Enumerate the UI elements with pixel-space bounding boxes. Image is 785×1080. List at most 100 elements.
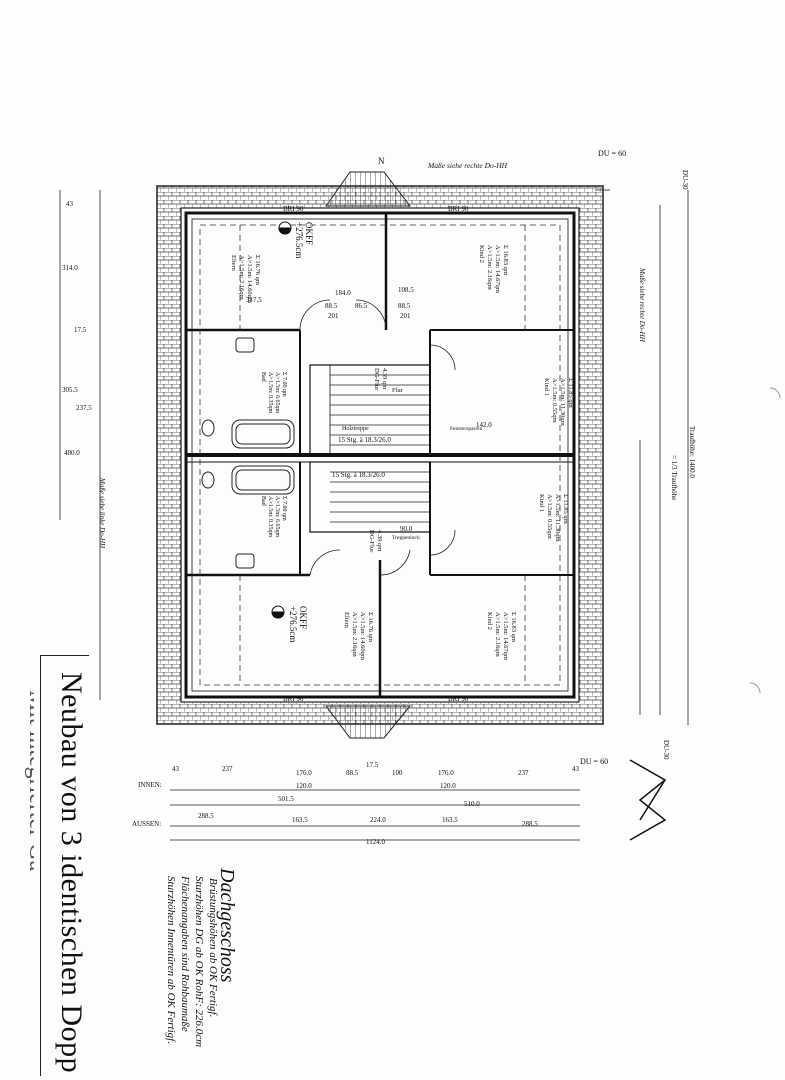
dim-r1: 43	[172, 765, 180, 773]
dim-r1: 43	[572, 765, 580, 773]
dim-r1: 237	[222, 765, 233, 773]
windows	[250, 212, 500, 698]
side-note-right: Maße siehe rechte Do-HH	[638, 267, 646, 343]
note-masse-rechts: Maße siehe rechte Do-HH	[427, 161, 508, 170]
du-bottom-label: DU = 60	[580, 757, 608, 766]
dim-r3: 224.0	[370, 816, 386, 824]
slope-lines	[199, 224, 561, 686]
north-arrow	[629, 759, 667, 841]
room-area: Σ 11.85 qm	[562, 494, 569, 524]
aussen-label: AUSSEN:	[132, 820, 161, 828]
room-area: Σ 16.76 qm	[367, 612, 374, 642]
room-name: Bad	[260, 496, 266, 506]
room-area: A>1.5m: 6.65qm	[274, 372, 280, 414]
room-area: A>1.5m: 6.65qm	[274, 496, 280, 538]
dimension-lines	[59, 189, 689, 841]
note-text: DU-30	[681, 170, 689, 190]
dormer-bottom	[325, 705, 412, 739]
bottom-dims: INNEN: AUSSEN: 43 237 176.0 88.5 17.5 10…	[132, 761, 580, 846]
room-kind1-bottom: Kind 1 A>1.5m: 0.55qm A>1.5m: 11.30qm Σ …	[538, 494, 569, 542]
room-area: 4.39 qm	[376, 530, 383, 551]
room-name: Eltern	[230, 255, 237, 272]
dim-865: 86.5	[355, 302, 368, 310]
room-name: Kind 1	[538, 494, 545, 512]
walls	[184, 211, 576, 699]
dim-r1: 100	[392, 769, 403, 777]
door-swings	[299, 299, 456, 576]
room-area: A>1.5m: 2.16qm	[351, 612, 358, 657]
room-area: Σ 7.00 qm	[281, 496, 287, 521]
du30-bottom: DU-30	[662, 740, 670, 760]
room-kind2-top: Kind 2 A>1.5m: 2.16qm A>1.5m: 14.67qm Σ …	[478, 245, 509, 293]
traufhoehe-note-b: = 1/3 Traufhöhe	[670, 455, 678, 500]
top-unit-labels: BRI 90 BRI 90 BRI 90 BRI 90	[283, 205, 469, 703]
dim-r1b: 120.0	[296, 782, 312, 790]
innen-label: INNEN:	[138, 781, 162, 789]
room-area: A>1.5m: 11.30qm	[554, 494, 561, 542]
level-value: +276.5cm	[294, 222, 304, 258]
dim-201: 201	[400, 312, 411, 320]
note-text: Maße siehe rechte Do-HH	[638, 267, 646, 343]
room-area: Σ 16.76 qm	[254, 255, 261, 285]
room-area: A>1.5m: 0.55qm	[551, 378, 558, 423]
side-note-left: Maße siehe linke Do-HH	[98, 477, 106, 549]
room-area: Σ 11.85 qm	[567, 378, 574, 408]
dim-175: 17.5	[74, 326, 87, 334]
dim-r3: 288.5	[198, 812, 214, 820]
page-title: Neubau von 3 identischen Dopp	[55, 672, 88, 1074]
treppe-top: 15 Stg. à 18.3/26.0	[338, 436, 391, 444]
dim-3140: 314.0	[62, 264, 78, 272]
note-text: Traufhöhe: 1400.0	[688, 426, 696, 478]
room-kind1-top: Kind 1 A>1.5m: 0.55qm A>1.5m: 11.30qm Σ …	[543, 378, 574, 426]
room-area: Σ 16.83 qm	[502, 245, 509, 275]
dim-r3: 163.5	[292, 816, 308, 824]
dim-r2: 501.5	[278, 795, 294, 803]
bri-label: BRI 90	[448, 695, 469, 703]
dim-1085: 108.5	[398, 286, 414, 294]
dim-total: 1124.0	[366, 838, 385, 846]
dim-r3: 288.5	[522, 820, 538, 828]
stairs	[330, 374, 430, 523]
level-label: OKFF	[298, 606, 308, 629]
flur-label: Flur	[392, 387, 404, 394]
room-eltern-top: Eltern A>1.5m: 2.16qm A>1.5m: 14.60qm Σ …	[230, 255, 261, 303]
room-bad-top: Bad A>1.5m: 0.35qm A>1.5m: 6.65qm Σ 7.00…	[260, 372, 287, 414]
level-top: +276.5cm OKFF	[294, 222, 314, 258]
fenster-label: Fenstersparren	[450, 426, 483, 432]
holztreppe-label: Holztreppe	[342, 426, 369, 432]
room-area: A>1.5m: 2.16qm	[486, 245, 493, 290]
dim-r1: 88.5	[346, 769, 359, 777]
dim-r3: 163.5	[442, 816, 458, 824]
level-value: +276.5cm	[288, 606, 298, 642]
left-dims: 43 314.0 17.5 305.5 237.5 480.0	[62, 200, 92, 457]
room-area: A>1.5m: 0.35qm	[267, 496, 273, 538]
room-area: A>1.5m: 14.60qm	[359, 612, 366, 660]
room-area: A>1.5m: 14.67qm	[494, 245, 501, 293]
treppenloch-label: Treppenloch	[392, 535, 420, 541]
room-area: Σ 7.00 qm	[281, 372, 287, 397]
room-name: Bad	[260, 372, 266, 382]
dim-900: 90.0	[400, 525, 413, 533]
dim-r1: 237	[518, 769, 529, 777]
room-name: Kind 2	[486, 612, 493, 630]
du-top-label: DU = 60	[598, 149, 626, 158]
room-dims: 317.5 184.0 88.5 86.5 108.5 88.5 201 201…	[246, 286, 492, 541]
note-text: DU-30	[662, 740, 670, 760]
traufhoehe-note: Traufhöhe: 1400.0	[688, 426, 696, 478]
room-area: A>1.5m: 11.30qm	[559, 378, 566, 426]
room-dgflur-top: DG-Flur 4.39 qm	[373, 368, 388, 391]
title-frame	[40, 655, 89, 1076]
treppe-bottom: 15 Stg. à 18.3/26.0	[332, 471, 385, 479]
bri-label: BRI 90	[448, 205, 469, 213]
room-name: DG-Flur	[373, 368, 380, 391]
level-label: OKFF	[304, 222, 314, 245]
room-area: A>1.5m: 0.35qm	[267, 372, 273, 414]
bri-label: BRI 90	[283, 205, 304, 213]
floor-note: Sturzhöhen DG ab OK RohF: 226.0cm	[193, 876, 205, 1048]
dim-r1: 176.0	[438, 769, 454, 777]
dim-1840: 184.0	[335, 289, 351, 297]
dim-201: 201	[328, 312, 339, 320]
dim-885: 88.5	[325, 302, 338, 310]
dim-r1: 17.5	[366, 761, 379, 769]
